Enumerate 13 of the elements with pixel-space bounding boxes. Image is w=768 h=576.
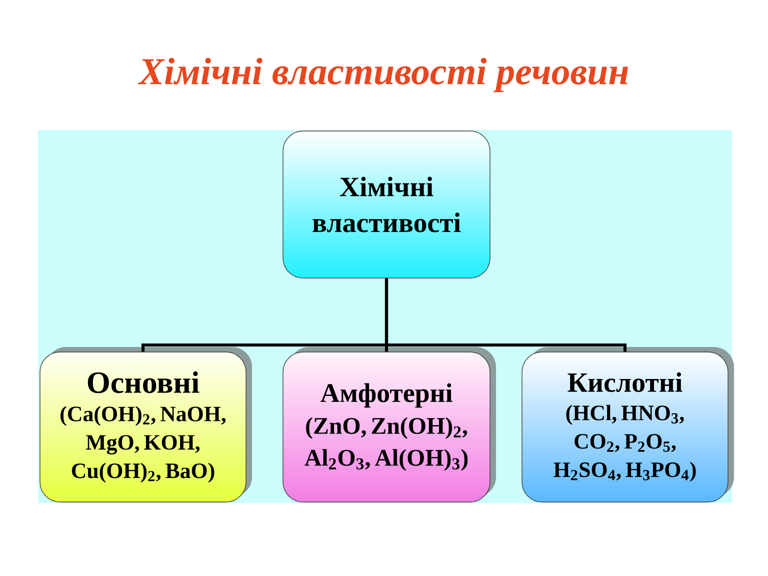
formula-list: (ZnO, Zn(OH)$_{2}$, Al$_{2}$O$_{3}$, Al(OH)$_{3}$) [304, 417, 468, 471]
connector-line [384, 278, 627, 352]
formula-list: (Ca(OH)$_{2}$, NaOH, MgO, KOH, Cu(OH)$_{2}$, BaO) [60, 406, 226, 483]
rounded-box [522, 347, 734, 502]
title: Хімічні властивості речовин [138, 58, 628, 92]
box-heading: Хімічні властивості [312, 176, 461, 232]
box-heading: Основні [88, 371, 200, 394]
rounded-box [282, 347, 496, 502]
rounded-box [40, 347, 252, 502]
rounded-box [282, 130, 490, 278]
box-heading: Амфотерні [320, 383, 452, 408]
formula-list: (HCl, HNO$_{3}$, CO$_{2}$, P$_{2}$O$_{5}$, H$_{2}$SO$_{4}$, H$_{3}$PO$_{4}$) [554, 404, 696, 482]
box-heading: Кислотні [568, 372, 682, 392]
